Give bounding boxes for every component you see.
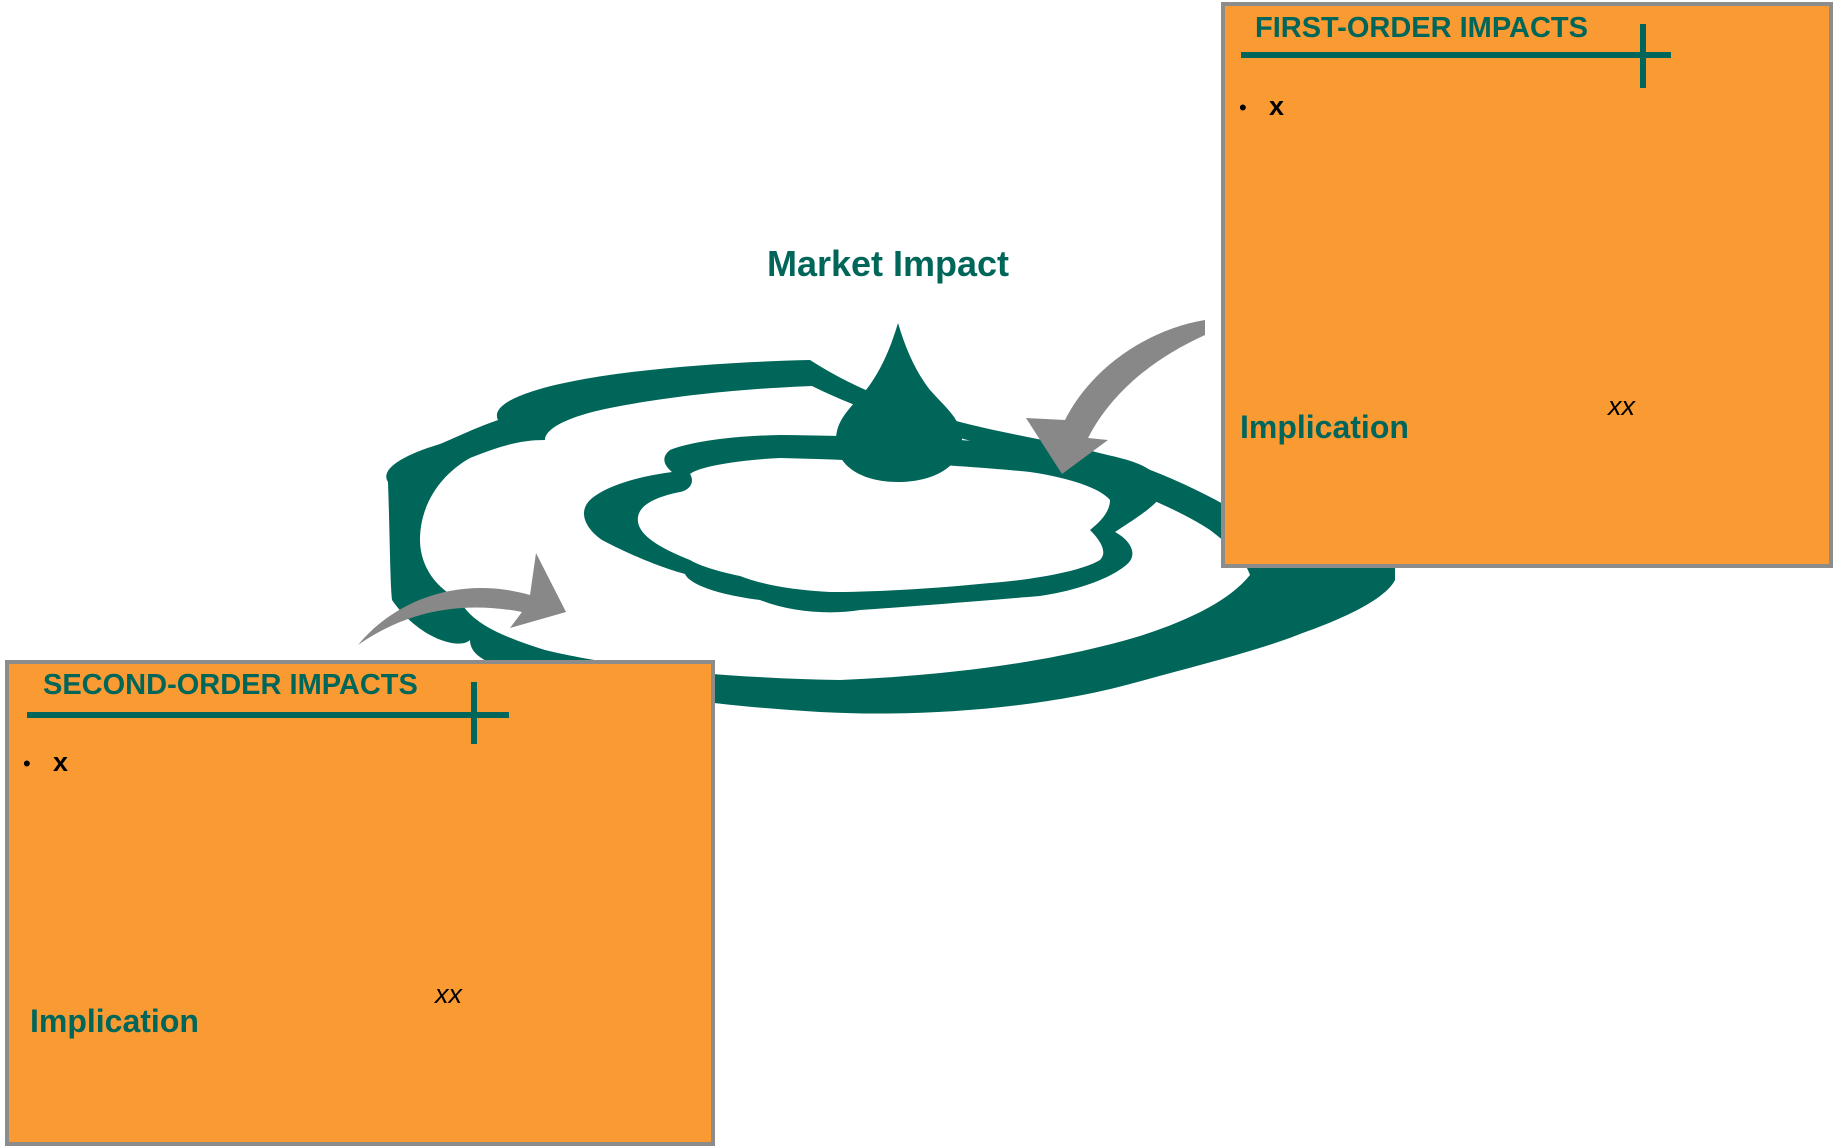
market-impact-label: Market Impact — [766, 243, 1010, 284]
header-tick-mark — [471, 682, 477, 744]
bullet-item: •x — [23, 746, 68, 780]
second-order-header: SECOND-ORDER IMPACTS — [43, 669, 418, 701]
header-tick-mark — [1640, 24, 1646, 88]
curved-arrow-icon — [1026, 320, 1205, 474]
first-order-impacts-box: FIRST-ORDER IMPACTS •x xx Implication — [1221, 2, 1833, 568]
bullet-icon: • — [1239, 95, 1247, 120]
bullet-text: x — [1269, 91, 1285, 121]
curved-arrow-icon — [358, 553, 566, 645]
bullet-item: •x — [1239, 90, 1284, 124]
implication-value: xx — [1608, 391, 1635, 421]
implication-label: Implication — [30, 1003, 199, 1039]
implication-label: Implication — [1240, 409, 1409, 445]
first-order-header: FIRST-ORDER IMPACTS — [1255, 12, 1588, 44]
second-order-impacts-box: SECOND-ORDER IMPACTS •x xx Implication — [5, 660, 715, 1146]
water-drop-icon — [836, 323, 962, 482]
bullet-icon: • — [23, 751, 31, 776]
header-underline — [1241, 52, 1671, 58]
bullet-text: x — [53, 747, 69, 777]
implication-value: xx — [435, 979, 462, 1009]
header-underline — [27, 712, 509, 718]
